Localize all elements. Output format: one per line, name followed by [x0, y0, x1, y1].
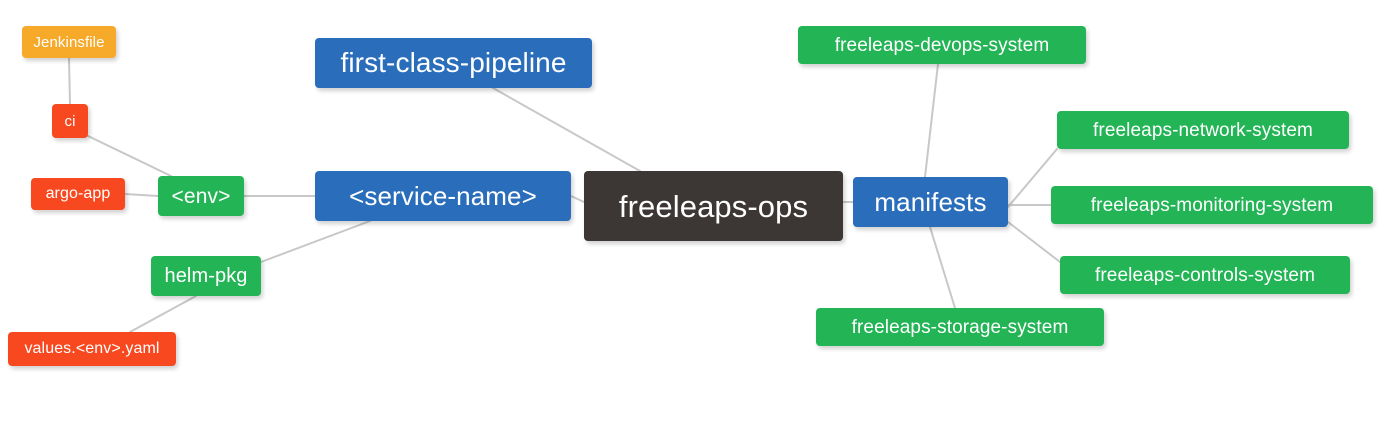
edge-manifests-to-network-system [1007, 148, 1058, 208]
node-values-yaml[interactable]: values.<env>.yaml [8, 332, 176, 366]
node-helm-pkg[interactable]: helm-pkg [151, 256, 261, 296]
node-first-class-pipeline[interactable]: first-class-pipeline [315, 38, 592, 88]
node-devops-system[interactable]: freeleaps-devops-system [798, 26, 1086, 64]
edge-helm-pkg-to-service-name [260, 220, 371, 263]
node-monitoring-system[interactable]: freeleaps-monitoring-system [1051, 186, 1373, 224]
node-freeleaps-ops[interactable]: freeleaps-ops [584, 171, 843, 241]
edge-first-class-pipeline-to-freeleaps-ops [492, 87, 641, 172]
edge-jenkinsfile-to-ci [68, 57, 71, 105]
edge-manifests-to-devops-system [924, 63, 939, 178]
edge-service-name-to-freeleaps-ops [570, 195, 585, 203]
node-jenkinsfile[interactable]: Jenkinsfile [22, 26, 116, 58]
node-ci[interactable]: ci [52, 104, 88, 138]
edge-values-yaml-to-helm-pkg [129, 295, 197, 333]
node-controls-system[interactable]: freeleaps-controls-system [1060, 256, 1350, 294]
edge-argo-app-to-env [124, 193, 159, 197]
edge-manifests-to-storage-system [929, 226, 956, 309]
node-network-system[interactable]: freeleaps-network-system [1057, 111, 1349, 149]
node-service-name[interactable]: <service-name> [315, 171, 571, 221]
node-storage-system[interactable]: freeleaps-storage-system [816, 308, 1104, 346]
edge-manifests-to-controls-system [1007, 221, 1061, 263]
node-argo-app[interactable]: argo-app [31, 178, 125, 210]
node-env[interactable]: <env> [158, 176, 244, 216]
node-manifests[interactable]: manifests [853, 177, 1008, 227]
edge-ci-to-env [87, 135, 172, 177]
